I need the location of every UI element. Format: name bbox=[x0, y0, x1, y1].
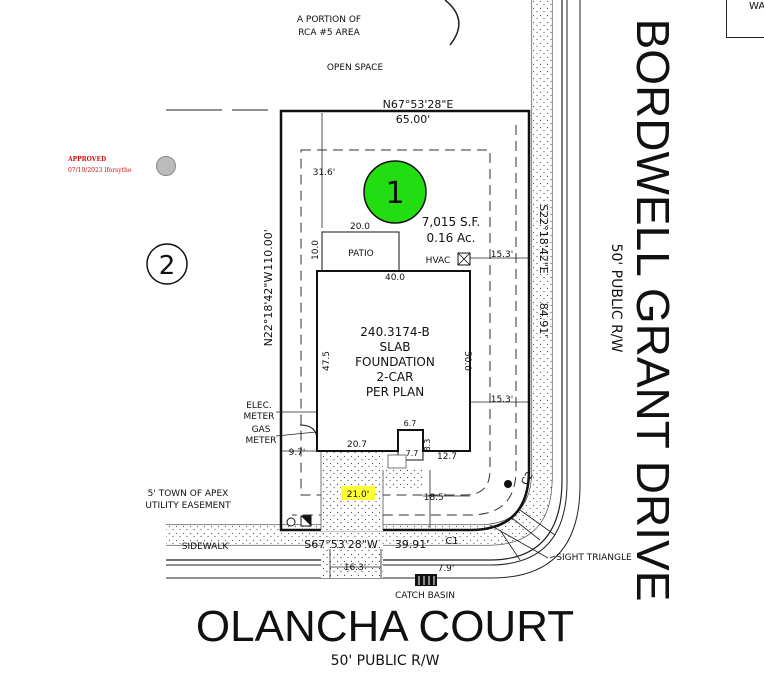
easement-label-1: 5' TOWN OF APEX bbox=[148, 489, 229, 499]
lot-boundary bbox=[279, 109, 531, 532]
legend-text: WA bbox=[749, 1, 764, 12]
open-space-label: OPEN SPACE bbox=[327, 63, 384, 73]
front-walk bbox=[383, 468, 423, 488]
dim-walk-label: 16.3' bbox=[344, 563, 367, 573]
curb-line-1 bbox=[166, 0, 563, 561]
street-south-row: 50' PUBLIC R/W bbox=[331, 653, 440, 669]
setback-line bbox=[300, 149, 491, 496]
house-line-4: 2-CAR bbox=[377, 370, 414, 384]
west-distance: 110.00' bbox=[262, 229, 275, 271]
house-line-2: SLAB bbox=[379, 340, 410, 354]
gas-meter-label-1: GAS bbox=[252, 425, 271, 435]
street-name-east: BORDWELL GRANT DRIVE bbox=[627, 19, 679, 602]
dim-stoop-small: 7.7 bbox=[406, 449, 419, 458]
patio-label: PATIO bbox=[348, 249, 374, 259]
dim-driveway: 21.0' bbox=[347, 490, 370, 500]
dim-stoop-w: 6.7 bbox=[404, 419, 417, 428]
curve-point bbox=[504, 480, 512, 488]
curb-line-2 bbox=[166, 0, 568, 566]
north-bearing: N67°53'28"E bbox=[383, 98, 454, 111]
south-distance: 39.91' bbox=[395, 538, 430, 551]
gas-meter-label-2: METER bbox=[246, 436, 277, 446]
dim-patio-d: 10.0 bbox=[311, 240, 321, 260]
curve-c1-label: C1 bbox=[445, 536, 458, 547]
dim-right-mid-label: 15.3' bbox=[491, 395, 514, 405]
adjacent-lot-number: 2 bbox=[159, 251, 176, 281]
hvac-label: HVAC bbox=[426, 256, 451, 266]
elec-meter-label-1: ELEC. bbox=[246, 401, 272, 411]
dim-walk-small: 7.9' bbox=[438, 564, 455, 574]
curb-line-3 bbox=[166, 0, 581, 579]
dim-stoop-d: 8.3 bbox=[423, 439, 432, 452]
street-name-south: OLANCHA COURT bbox=[196, 602, 574, 651]
dim-house-d-right: 50.0 bbox=[462, 351, 472, 371]
lot-number: 1 bbox=[385, 176, 404, 211]
house-line-3: FOUNDATION bbox=[355, 355, 435, 369]
approval-seal-icon bbox=[156, 156, 176, 176]
easement-label-2: UTILITY EASEMENT bbox=[145, 501, 231, 511]
east-distance: 84.91' bbox=[537, 303, 550, 338]
elec-meter-label-2: METER bbox=[244, 412, 275, 422]
step bbox=[387, 454, 407, 469]
stoop bbox=[397, 429, 424, 461]
east-bearing: S22°18'42"E bbox=[537, 204, 550, 274]
driveway-highlight bbox=[341, 486, 375, 500]
sidewalk-label: SIDEWALK bbox=[182, 542, 230, 552]
house-line-1: 240.3174-B bbox=[360, 325, 429, 339]
patio bbox=[321, 231, 400, 272]
legend-box: WA bbox=[726, 0, 764, 38]
dim-house-w: 40.0 bbox=[385, 273, 405, 283]
lot-marker-2 bbox=[146, 243, 188, 285]
approval-stamp: APPROVED 07/19/2023 lforsythe bbox=[68, 154, 131, 176]
gas-meter-leader bbox=[275, 431, 317, 437]
open-space-boundary bbox=[444, 0, 460, 46]
catch-basin-icon bbox=[415, 574, 437, 586]
street-east-row: 50' PUBLIC R/W bbox=[608, 244, 624, 353]
dim-left-label: 9.7' bbox=[289, 448, 306, 458]
rca-label-1: A PORTION OF bbox=[297, 15, 361, 25]
approved-date: 07/19/2023 lforsythe bbox=[68, 167, 132, 174]
sight-triangle-label: SIGHT TRIANGLE bbox=[556, 553, 632, 563]
corner-marker bbox=[286, 517, 296, 527]
dim-house-d-left: 47.5 bbox=[322, 351, 332, 371]
south-bearing: S67°53'28"W bbox=[304, 538, 378, 551]
house-line-5: PER PLAN bbox=[366, 385, 424, 399]
sight-triangle bbox=[489, 524, 549, 559]
catch-basin-label: CATCH BASIN bbox=[395, 591, 455, 601]
dim-right-top-label: 15.3' bbox=[491, 250, 514, 260]
dim-garage-left: 20.7 bbox=[347, 440, 367, 450]
area-sf: 7,015 S.F. bbox=[422, 215, 480, 229]
dim-garage-right: 12.7 bbox=[437, 452, 457, 462]
area-ac: 0.16 Ac. bbox=[427, 231, 476, 245]
driveway-apron bbox=[321, 545, 383, 578]
west-bearing: N22°18'42"W bbox=[262, 272, 275, 347]
dim-rear-setback-label: 31.6' bbox=[313, 168, 336, 178]
lot-marker-1 bbox=[363, 160, 427, 224]
dim-front-right-label: 18.5' bbox=[424, 493, 447, 503]
approved-label: APPROVED bbox=[68, 156, 107, 163]
north-distance: 65.00' bbox=[396, 113, 431, 126]
dim-patio-w: 20.0 bbox=[350, 222, 370, 232]
rca-label-2: RCA #5 AREA bbox=[298, 28, 360, 38]
